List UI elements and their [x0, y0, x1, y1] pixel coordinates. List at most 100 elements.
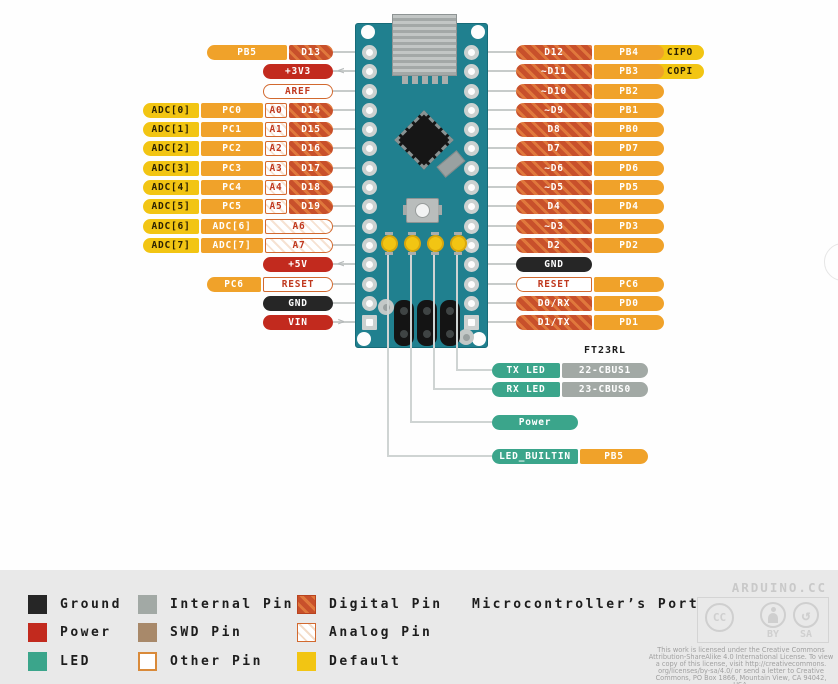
pin-label-pc6: PC6	[207, 276, 261, 292]
pin-label-pd1: PD1	[594, 314, 664, 330]
pin-label-a5: A5	[265, 198, 287, 214]
legend-item-default: Default	[297, 651, 401, 671]
via-pad	[458, 329, 474, 345]
cc-license-badge: CC ↺ BY SA	[697, 597, 829, 643]
usb-connector	[392, 14, 457, 76]
pin-label-+5v: +5V	[263, 256, 333, 272]
legend-swatch-digital	[297, 594, 316, 614]
pin-hole	[464, 102, 479, 118]
mounting-hole	[357, 332, 371, 346]
legend-label: Ground	[60, 596, 122, 612]
pin-label-power: Power	[492, 414, 578, 430]
pin-hole	[362, 179, 377, 195]
legend-label: Digital Pin	[329, 596, 443, 612]
pin-label-d8: D8	[516, 121, 592, 137]
legend-swatch-port	[440, 595, 459, 614]
pin-label-~d9: ~D9	[516, 102, 592, 118]
pin-lead-left	[333, 51, 364, 53]
pin-row-left-14: VIN	[263, 314, 333, 330]
icsp-pin	[446, 307, 454, 315]
direction-arrow: <	[337, 257, 345, 270]
led-indicator	[404, 232, 421, 255]
pin-label-d2: D2	[516, 237, 592, 253]
pin-lead-right	[479, 244, 516, 246]
legend-label: LED	[60, 653, 91, 669]
pin-label-pd4: PD4	[594, 198, 664, 214]
pin-hole	[362, 198, 377, 214]
pin-label-d16: D16	[289, 140, 333, 156]
legend-label: Power	[60, 624, 112, 640]
pin-hole	[464, 237, 479, 253]
pin-hole	[362, 295, 377, 311]
pin-label-vin: VIN	[263, 314, 333, 330]
pin-label-a6: A6	[265, 218, 333, 234]
icsp-pin	[423, 307, 431, 315]
pin-lead-left	[333, 167, 364, 169]
legend-label: Default	[329, 653, 402, 669]
pin-lead-left	[333, 109, 364, 111]
pin-label-22-cbus1: 22-CBUS1	[562, 362, 648, 378]
license-line: Attribution-ShareAlike 4.0 International…	[648, 653, 834, 662]
pin-label-23-cbus0: 23-CBUS0	[562, 381, 648, 397]
pin-label-a2: A2	[265, 140, 287, 156]
license-line: This work is licensed under the Creative…	[657, 646, 825, 654]
pin-label-a7: A7	[265, 237, 333, 253]
pin-lead-left	[333, 321, 364, 323]
pin-hole	[362, 237, 377, 253]
pin-label-pb5: PB5	[580, 448, 648, 464]
led-leader-line-v	[410, 242, 412, 422]
pin-hole	[464, 63, 479, 79]
pin-label-a0: A0	[265, 102, 287, 118]
led-leader-line-v	[456, 242, 458, 370]
cc-sa-icon: ↺	[793, 602, 819, 628]
pin-hole	[362, 276, 377, 292]
led-leader-line-v	[387, 242, 389, 456]
pin-label-adc[1]: ADC[1]	[143, 121, 199, 137]
pin-label-pd2: PD2	[594, 237, 664, 253]
pin-label-led_builtin: LED_BUILTIN	[492, 448, 578, 464]
legend-swatch-default	[297, 651, 316, 671]
legend-item-microcontroller-s-port: Microcontroller’s Port	[440, 594, 699, 614]
led-indicator	[427, 232, 444, 255]
pin-label-tx led: TX LED	[492, 362, 560, 378]
pin-hole	[464, 295, 479, 311]
pin-label-d0/rx: D0/RX	[516, 295, 592, 311]
pin-lead-right	[479, 51, 516, 53]
legend-swatch-led	[28, 651, 47, 671]
pin-label-adc[0]: ADC[0]	[143, 102, 199, 118]
pin-label-d12: D12	[516, 44, 592, 60]
pin-lead-right	[479, 167, 516, 169]
pin-row-left-2: AREF	[263, 83, 333, 99]
pin-lead-right	[479, 263, 516, 265]
pin-label-gnd: GND	[516, 256, 592, 272]
pin-label-d13: D13	[289, 44, 333, 60]
pin-label-d14: D14	[289, 102, 333, 118]
icsp-pin	[400, 307, 408, 315]
pin-label-adc[3]: ADC[3]	[143, 160, 199, 176]
pin-lead-left	[333, 90, 364, 92]
legend-item-analog-pin: Analog Pin	[297, 622, 432, 642]
pin-hole	[464, 121, 479, 137]
pin-hole	[362, 218, 377, 234]
pin-label-pd0: PD0	[594, 295, 664, 311]
pin-lead-right	[479, 205, 516, 207]
pin-row-left-11: +5V	[263, 256, 333, 272]
legend-swatch-analog	[297, 622, 316, 642]
legend-swatch-gnd	[28, 594, 47, 614]
led-indicator	[450, 232, 467, 255]
pin-row-left-1: +3V3	[263, 63, 333, 79]
pin-hole	[464, 160, 479, 176]
mounting-hole	[361, 25, 375, 39]
pin-label-pb0: PB0	[594, 121, 664, 137]
